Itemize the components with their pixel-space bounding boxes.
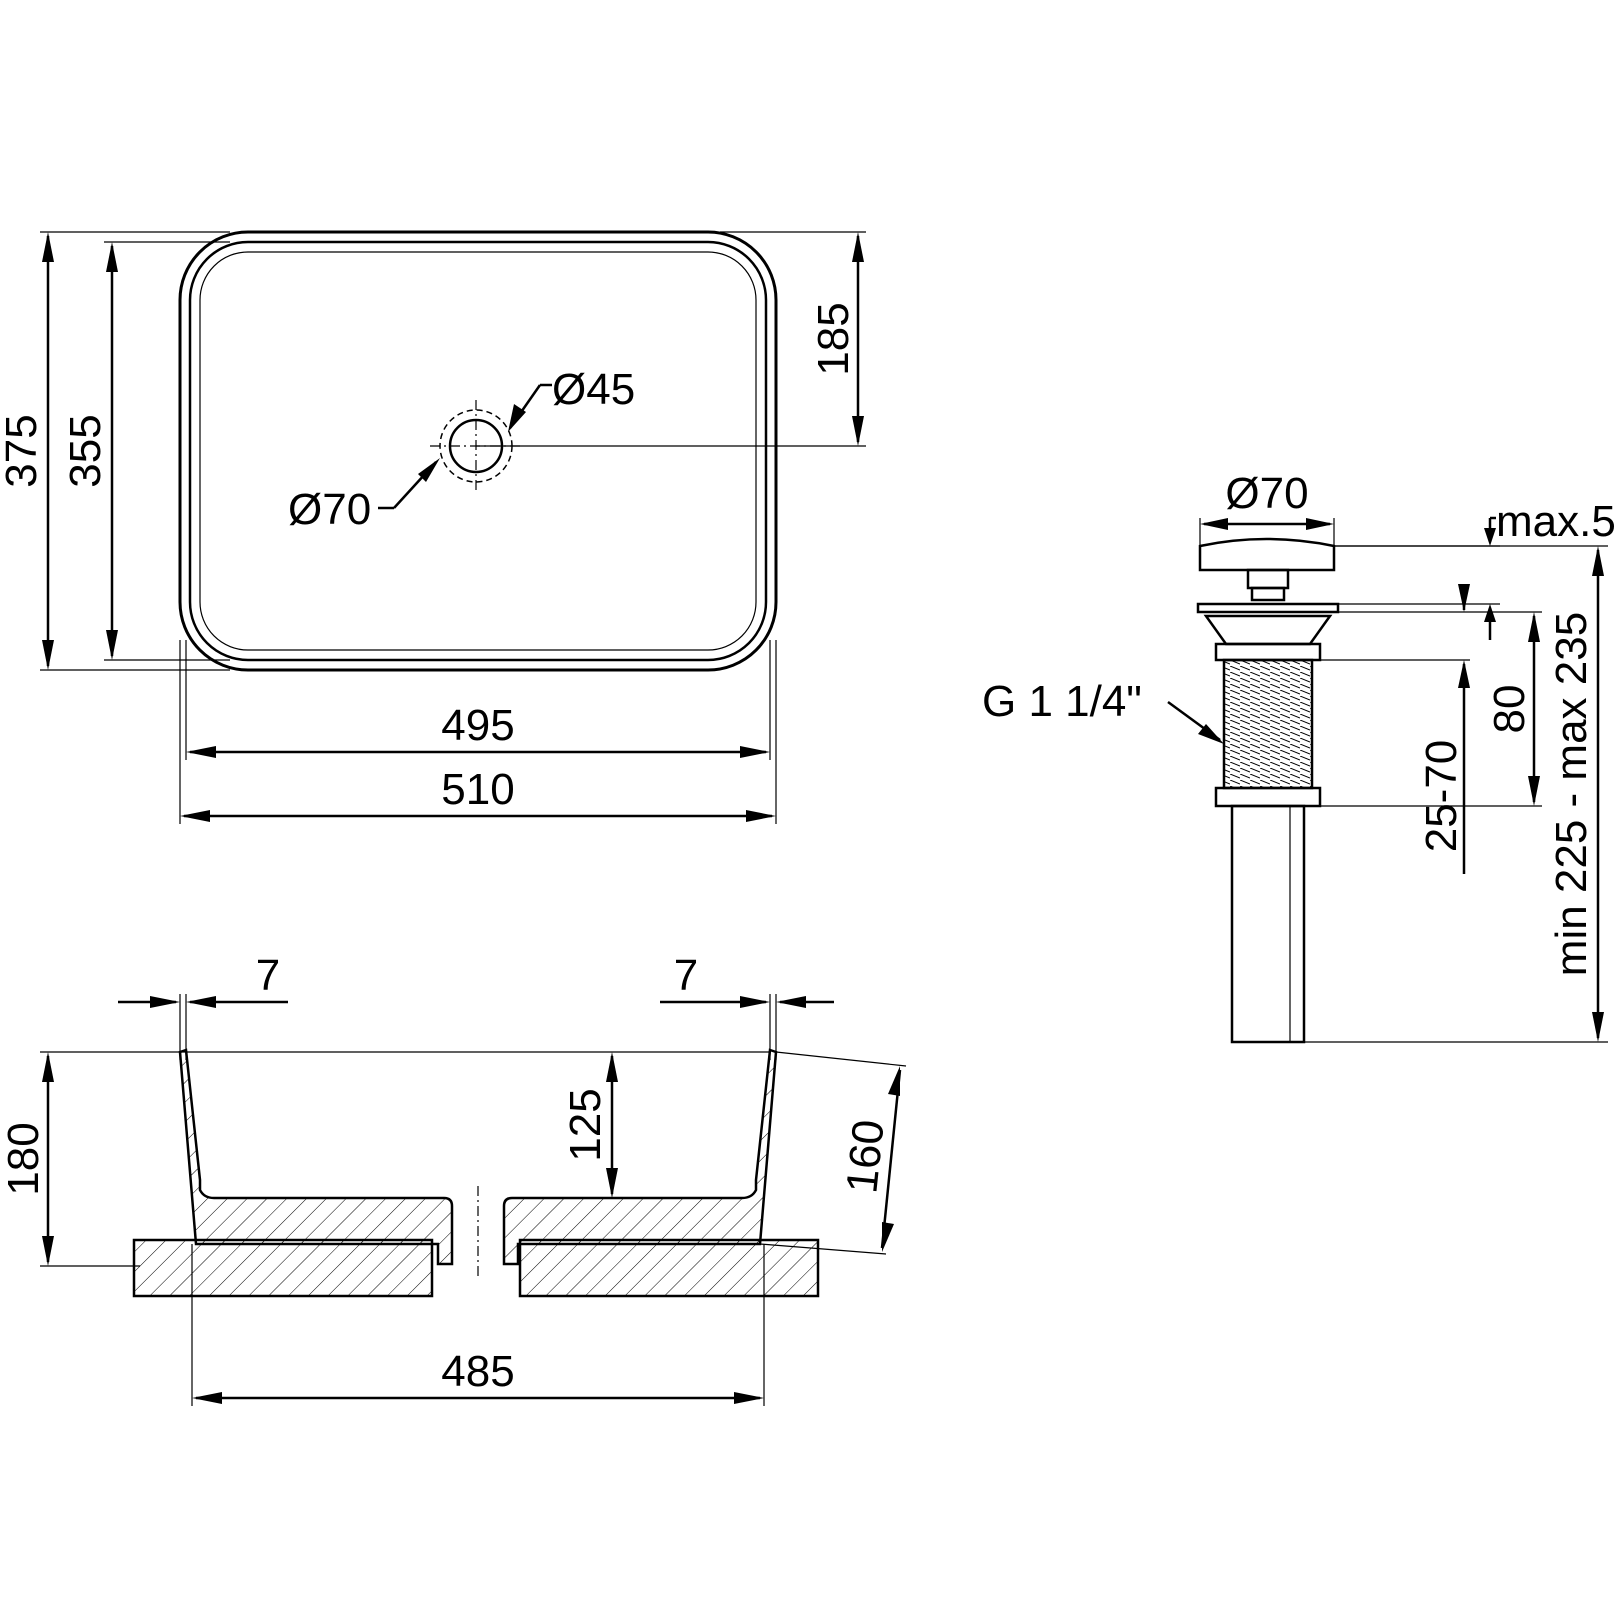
dim-overall-length: 510 [441, 765, 514, 814]
dim-overall-width: 375 [0, 414, 46, 487]
countertop-right [518, 1238, 820, 1298]
dim-outer-height: 160 [837, 1117, 893, 1195]
dim-cap-gap: max.5 [1496, 497, 1616, 546]
countertop-left [132, 1238, 434, 1298]
dim-clamp-range: 25-70 [1417, 740, 1466, 853]
dim-bowl-depth: 125 [561, 1088, 610, 1161]
dim-rim-right: 7 [674, 951, 698, 1000]
dim-inner-length: 495 [441, 701, 514, 750]
dim-inner-width: 355 [61, 414, 110, 487]
dim-base-length: 485 [441, 1347, 514, 1396]
basin-outer-outline [178, 230, 778, 672]
dim-rim-left: 7 [256, 951, 280, 1000]
dim-thread-size: G 1 1/4" [982, 677, 1142, 726]
side-view: 7 7 180 125 160 485 [0, 951, 907, 1406]
dim-drain-cap: Ø70 [288, 485, 371, 534]
basin-rim-outline [188, 240, 768, 662]
top-view: 375 355 185 Ø45 Ø70 495 [0, 230, 866, 824]
drain-view: Ø70 max.5 80 25-70 min 225 - max 235 [982, 469, 1616, 1044]
drain-pipe [1230, 804, 1306, 1044]
dim-total-length: min 225 - max 235 [1547, 612, 1596, 976]
drain-thread [1222, 658, 1314, 790]
drain-flange [1196, 602, 1340, 614]
dim-cap-dia: Ø70 [1225, 469, 1308, 518]
dim-thread-length: 80 [1485, 685, 1534, 734]
basin-section-left [178, 1048, 454, 1266]
dim-total-height: 180 [0, 1122, 48, 1195]
basin-bowl-outline [199, 251, 757, 651]
dim-drain-hole: Ø45 [552, 365, 635, 414]
basin-section-right [502, 1048, 778, 1266]
drain-cap [1198, 537, 1336, 572]
dim-drain-offset: 185 [809, 302, 858, 375]
